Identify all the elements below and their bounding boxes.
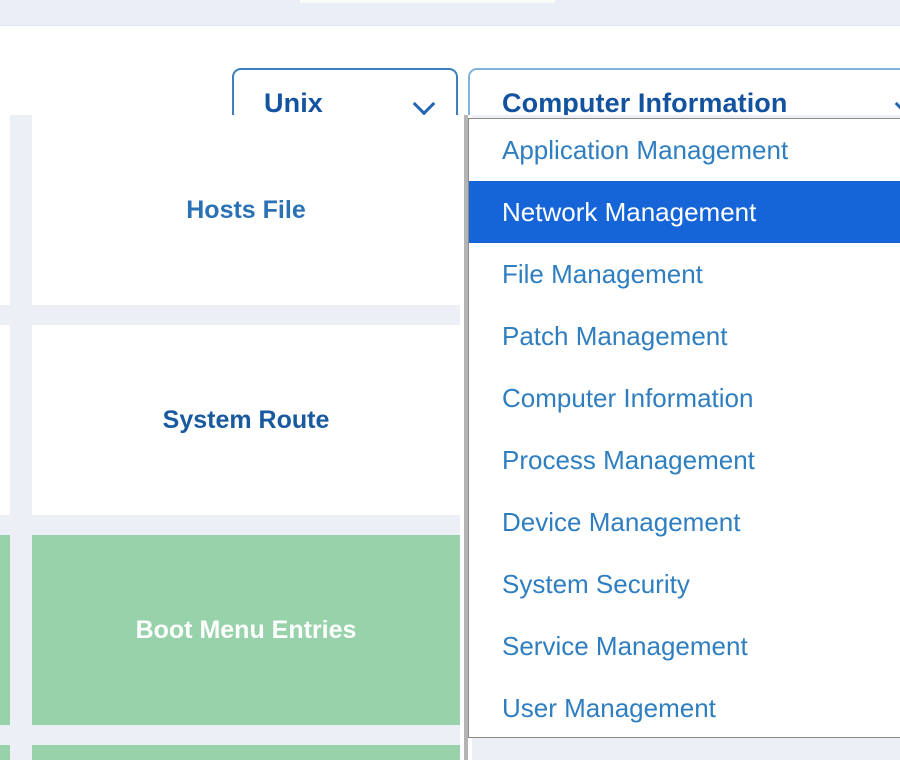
card-partial-1[interactable] bbox=[0, 115, 10, 305]
menu-item-system-security[interactable]: System Security bbox=[469, 553, 900, 615]
card-next-green[interactable] bbox=[32, 745, 460, 760]
menu-item-label: File Management bbox=[502, 258, 703, 289]
menu-item-label: Application Management bbox=[502, 134, 789, 165]
menu-item-label: Service Management bbox=[502, 630, 748, 661]
menu-item-label: Network Management bbox=[502, 196, 757, 227]
chevron-down-icon bbox=[896, 94, 900, 114]
menu-item-user-management[interactable]: User Management bbox=[469, 677, 900, 737]
menu-item-network-management[interactable]: Network Management bbox=[469, 181, 900, 243]
menu-item-label: Computer Information bbox=[502, 382, 754, 413]
card-partial-2[interactable] bbox=[0, 325, 10, 515]
menu-item-file-management[interactable]: File Management bbox=[469, 243, 900, 305]
chevron-down-icon bbox=[414, 94, 434, 114]
menu-item-computer-information[interactable]: Computer Information bbox=[469, 367, 900, 429]
menu-item-service-management[interactable]: Service Management bbox=[469, 615, 900, 677]
card-system-route-label: System Route bbox=[162, 405, 330, 434]
card-system-route[interactable]: System Route bbox=[32, 325, 460, 515]
card-partial-3[interactable] bbox=[0, 535, 10, 725]
menu-item-label: Process Management bbox=[502, 444, 755, 475]
menu-item-label: System Security bbox=[502, 568, 690, 599]
card-column-partial bbox=[0, 115, 10, 760]
menu-item-label: Device Management bbox=[502, 506, 741, 537]
card-column-main: Hosts File System Route Boot Menu Entrie… bbox=[32, 115, 460, 760]
menu-item-application-management[interactable]: Application Management bbox=[469, 119, 900, 181]
top-strip-notch bbox=[300, 0, 555, 3]
card-partial-4[interactable] bbox=[0, 745, 10, 760]
platform-select-label: Unix bbox=[264, 88, 323, 118]
menu-item-device-management[interactable]: Device Management bbox=[469, 491, 900, 553]
vertical-scrollbar[interactable] bbox=[464, 115, 468, 760]
card-hosts-file-label: Hosts File bbox=[186, 195, 306, 224]
window-top-strip bbox=[0, 0, 900, 26]
category-dropdown-menu: Application Management Network Managemen… bbox=[468, 118, 900, 738]
card-boot-menu-entries-label: Boot Menu Entries bbox=[135, 615, 357, 644]
card-boot-menu-entries[interactable]: Boot Menu Entries bbox=[32, 535, 460, 725]
menu-item-process-management[interactable]: Process Management bbox=[469, 429, 900, 491]
menu-item-patch-management[interactable]: Patch Management bbox=[469, 305, 900, 367]
menu-item-label: User Management bbox=[502, 692, 716, 723]
menu-item-label: Patch Management bbox=[502, 320, 728, 351]
category-select-label: Computer Information bbox=[502, 88, 788, 118]
toolbar: Unix Computer Information bbox=[0, 27, 900, 139]
card-hosts-file[interactable]: Hosts File bbox=[32, 115, 460, 305]
